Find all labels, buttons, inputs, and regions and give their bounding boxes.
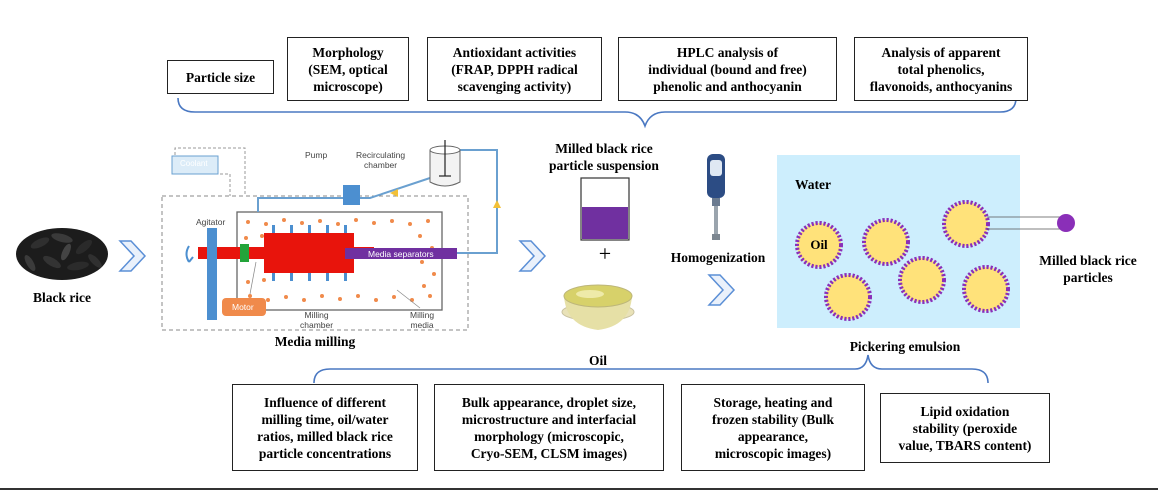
box-phenolics: Analysis of apparent total phenolics, fl… xyxy=(854,37,1028,101)
oil-droplet xyxy=(962,265,1010,313)
rotor xyxy=(264,233,354,273)
box-antioxidant: Antioxidant activities (FRAP, DPPH radic… xyxy=(427,37,602,101)
label-oil: Oil xyxy=(588,353,607,368)
label-oil-droplet: Oil xyxy=(810,237,828,252)
label-pickering-emulsion: Pickering emulsion xyxy=(849,339,961,354)
pump xyxy=(343,185,360,205)
label-milling-media: Milling media xyxy=(410,310,435,330)
suspension-vial xyxy=(580,177,630,241)
homogenizer-image xyxy=(707,154,725,240)
black-rice-image xyxy=(16,228,108,280)
label-suspension: Milled black rice particle suspension xyxy=(549,141,659,173)
coolant-tank xyxy=(171,155,219,175)
pickering-emulsion-panel xyxy=(777,155,1075,328)
label-milling-chamber: Milling chamber xyxy=(300,310,334,330)
chevron-arrow-icon xyxy=(518,240,547,272)
label-plus: + xyxy=(598,241,612,266)
media-separator xyxy=(345,248,457,259)
box-bulk: Bulk appearance, droplet size, microstru… xyxy=(434,384,664,471)
media-mill-schematic xyxy=(161,140,501,331)
label-coolant: Coolant xyxy=(180,159,208,168)
box-particle-size: Particle size xyxy=(167,60,274,94)
label-media-separators: Media separators xyxy=(368,249,434,259)
chevron-arrow-icon xyxy=(707,274,736,306)
label-water: Water xyxy=(795,177,831,192)
oil-droplet xyxy=(824,273,872,321)
bottom-border xyxy=(0,488,1158,490)
oil-bowl-image xyxy=(561,284,635,330)
label-agitator: Agitator xyxy=(196,217,226,227)
chevron-arrow-icon xyxy=(118,240,147,272)
oil-droplet xyxy=(898,256,946,304)
top-bracket xyxy=(177,97,1017,129)
label-media-milling: Media milling xyxy=(274,334,356,349)
oil-droplet xyxy=(795,221,843,269)
box-lipid: Lipid oxidation stability (peroxide valu… xyxy=(880,393,1050,463)
oil-droplet xyxy=(862,218,910,266)
label-milled-particles: Milled black rice particles xyxy=(1039,253,1137,285)
box-storage: Storage, heating and frozen stability (B… xyxy=(681,384,865,471)
label-black-rice: Black rice xyxy=(32,290,92,305)
box-hplc: HPLC analysis of individual (bound and f… xyxy=(618,37,837,101)
particle-icon xyxy=(1057,214,1075,232)
box-influence: Influence of different milling time, oil… xyxy=(232,384,418,471)
label-homogenization: Homogenization xyxy=(670,250,766,265)
label-pump: Pump xyxy=(305,150,328,160)
bottom-bracket xyxy=(313,354,989,384)
motor xyxy=(222,298,266,316)
box-morphology: Morphology (SEM, optical microscope) xyxy=(287,37,409,101)
label-motor: Motor xyxy=(232,302,254,312)
label-recirculating-chamber: Recirculating chamber xyxy=(356,150,406,170)
oil-droplet xyxy=(942,200,990,248)
